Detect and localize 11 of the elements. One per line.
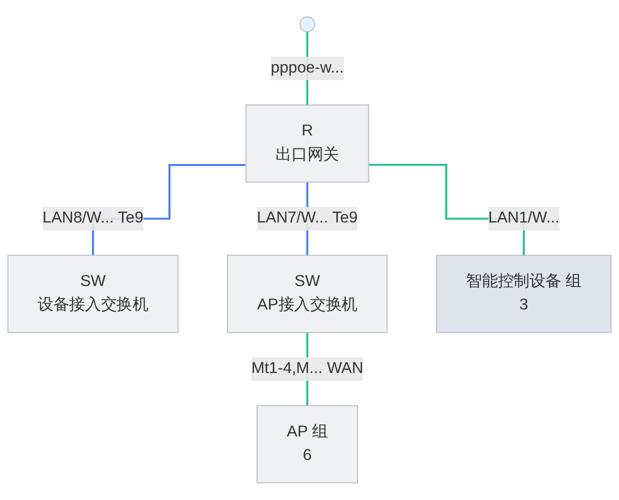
edge-label: LAN1/W... [488,210,560,227]
edge-label: pppoe-w... [270,60,344,76]
node-box: 智能控制设备 组 3 [436,254,612,334]
node-circle [299,16,316,32]
node-box: AP 组 6 [256,405,358,484]
node-box: R 出口网关 [245,104,370,183]
edge-label: Mt1-4,M... WAN [251,360,364,378]
node-box: SW 设备接入交换机 [7,254,179,334]
node-box: SW AP接入交换机 [227,254,388,334]
edge-label: LAN7/W... Te9 [256,210,358,227]
edge-label: LAN8/W... Te9 [42,210,144,227]
